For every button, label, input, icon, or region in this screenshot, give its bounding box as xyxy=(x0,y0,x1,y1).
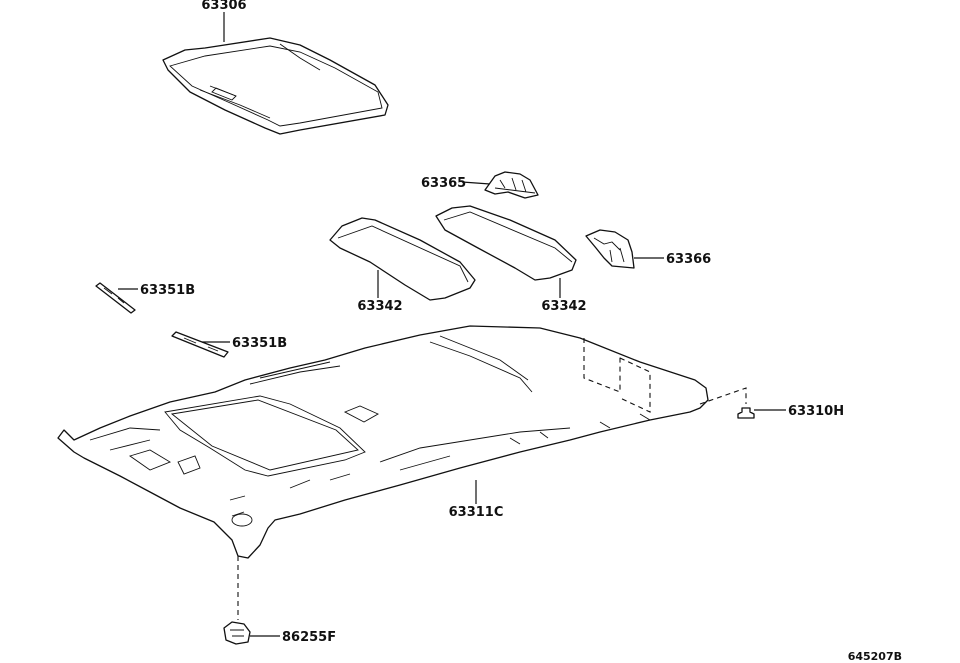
pad-right-63342-part[interactable] xyxy=(435,205,577,298)
reference-code: 645207B xyxy=(848,650,902,663)
label-63311c: 63311C xyxy=(449,505,504,520)
label-63310h: 63310H xyxy=(788,404,844,419)
label-63366: 63366 xyxy=(666,252,711,267)
bracket-63366-part[interactable] xyxy=(585,229,664,269)
microphone-86255f-part[interactable] xyxy=(223,556,280,645)
label-63342-left: 63342 xyxy=(357,299,402,314)
label-63351b-lower: 63351B xyxy=(232,336,287,351)
strip-upper-63351b-part[interactable] xyxy=(95,282,138,314)
bracket-63365-part[interactable] xyxy=(461,171,539,199)
pad-left-63342-part[interactable] xyxy=(329,217,476,301)
strip-lower-63351b-part[interactable] xyxy=(171,331,230,358)
headliner-63311c-part[interactable] xyxy=(57,325,709,559)
label-63365: 63365 xyxy=(421,176,466,191)
label-63351b-upper: 63351B xyxy=(140,283,195,298)
label-63342-right: 63342 xyxy=(541,299,586,314)
clip-63310h-part[interactable] xyxy=(699,387,786,419)
sunroof-shade-part[interactable] xyxy=(162,12,389,135)
label-63306: 63306 xyxy=(201,0,246,13)
label-86255f: 86255F xyxy=(282,630,336,645)
